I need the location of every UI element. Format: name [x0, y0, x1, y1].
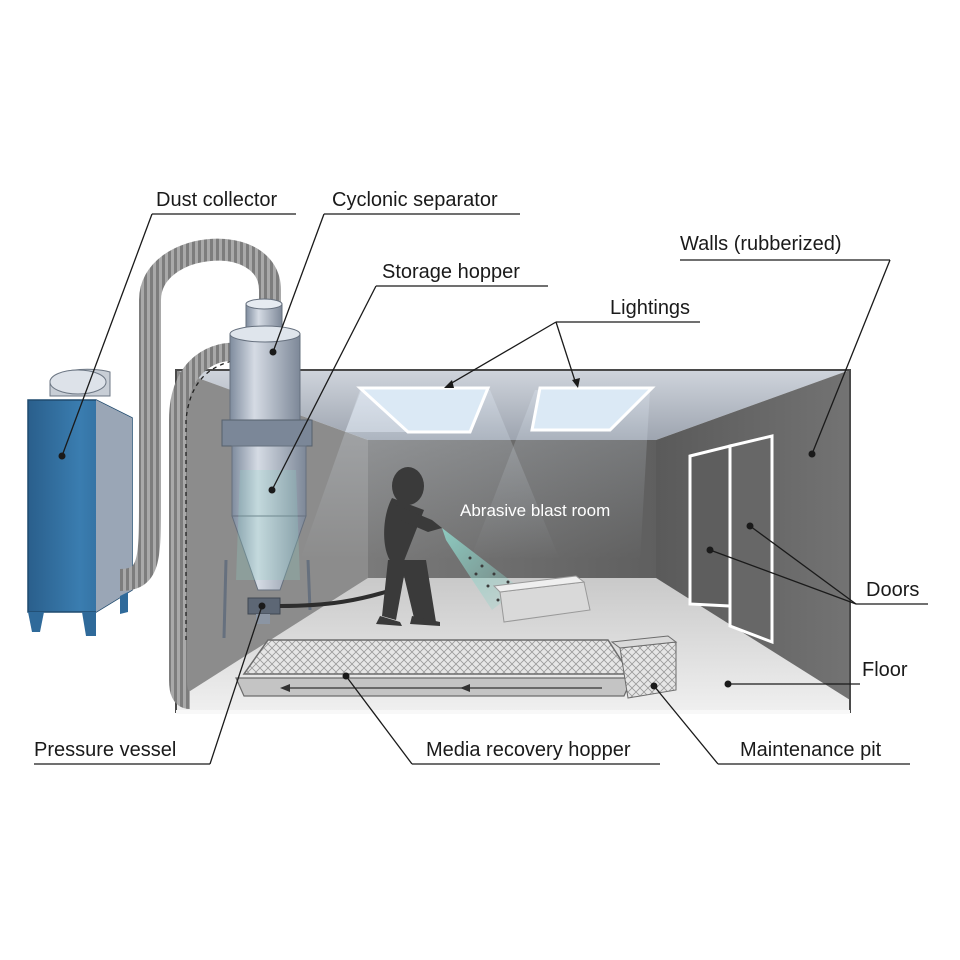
- label-media-recovery-hopper: Media recovery hopper: [426, 739, 631, 761]
- label-cyclonic-separator: Cyclonic separator: [332, 189, 498, 211]
- cyclonic-separator: [222, 299, 312, 446]
- label-floor: Floor: [862, 659, 908, 681]
- label-dust-collector: Dust collector: [156, 189, 277, 211]
- label-maintenance-pit: Maintenance pit: [740, 739, 882, 761]
- label-abrasive-blast-room: Abrasive blast room: [460, 501, 610, 520]
- door-right: [730, 436, 772, 642]
- label-storage-hopper: Storage hopper: [382, 261, 520, 283]
- media-recovery-hopper: [236, 640, 632, 696]
- door-left: [690, 446, 730, 606]
- label-walls: Walls (rubberized): [680, 233, 842, 255]
- label-pressure-vessel: Pressure vessel: [34, 739, 176, 761]
- label-doors: Doors: [866, 579, 919, 601]
- label-lightings: Lightings: [610, 297, 690, 319]
